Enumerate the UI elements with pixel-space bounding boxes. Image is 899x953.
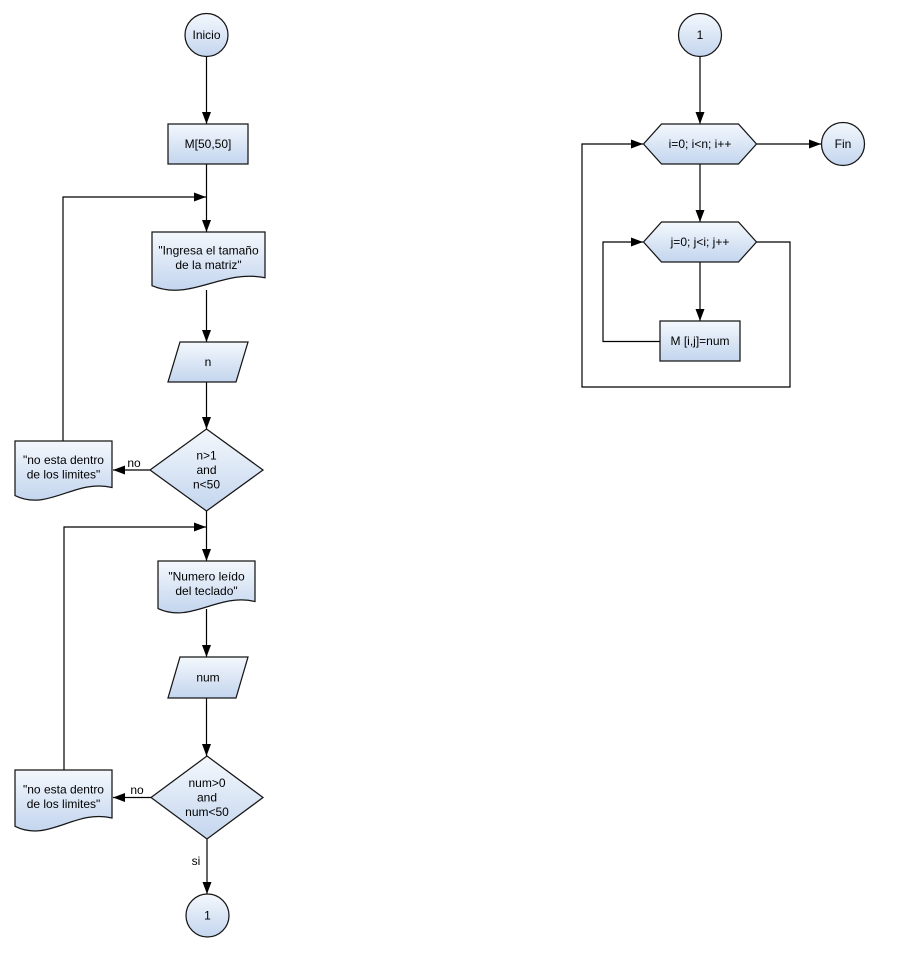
node-label-line: num (196, 671, 219, 685)
edge-errnum-retry-feedback (63, 522, 206, 770)
node-label-line: M[50,50] (185, 137, 232, 151)
parallelogram-shape (167, 341, 249, 383)
node-declare-matrix: M[50,50] (167, 123, 249, 165)
edge-label: no (130, 783, 144, 797)
node-label: M[50,50] (185, 137, 232, 151)
circle-shape (185, 893, 230, 938)
node-label-line: de la matriz" (175, 258, 241, 272)
node-loop-j: j=0; j<i; j++ (642, 221, 758, 263)
document-shape (151, 231, 266, 291)
node-label-line: "no esta dentro (23, 453, 104, 467)
document-shape (14, 440, 113, 501)
node-label-line: num<50 (185, 805, 229, 819)
node-label: 1 (697, 28, 704, 42)
node-label-line: 1 (697, 28, 704, 42)
node-label-line: de los limites" (27, 797, 101, 811)
node-label-line: n<50 (193, 478, 220, 492)
parallelogram-shape (167, 656, 249, 699)
node-assign-cell: M [i,j]=num (659, 320, 741, 362)
edge-label: no (127, 456, 141, 470)
edge-loopj-loopi-back (581, 139, 791, 388)
circle-shape (820, 121, 866, 167)
node-label-line: del teclado" (175, 584, 237, 598)
node-label-line: i=0; i<n; i++ (669, 137, 732, 151)
node-label-line: de los limites" (27, 467, 101, 481)
node-label: num (196, 671, 219, 685)
edge-label-layer: no no si (127, 456, 200, 868)
node-label-line: j=0; j<i; j++ (670, 235, 730, 249)
node-label-line: Fin (835, 137, 852, 151)
diamond-shape (149, 755, 265, 840)
node-connector-1-in: 1 (677, 12, 723, 58)
node-label-line: Inicio (192, 28, 220, 42)
node-label-line: "no esta dentro (23, 783, 104, 797)
node-label-line: "Ingresa el tamaño (158, 243, 259, 257)
node-label-line: "Numero leído (168, 569, 245, 583)
node-label-line: n>1 (196, 449, 217, 463)
diamond-shape (148, 428, 265, 512)
node-loop-i: i=0; i<n; i++ (642, 123, 758, 165)
node-label-line: n (205, 355, 212, 369)
node-label: 1 (204, 909, 211, 923)
node-label-line: num>0 (188, 776, 225, 790)
node-label-line: and (196, 463, 216, 477)
node-start-terminator: Inicio (184, 12, 229, 58)
hexagon-shape (642, 221, 758, 263)
node-label: Fin (835, 137, 852, 151)
node-label: i=0; i<n; i++ (669, 137, 732, 151)
document-shape (14, 769, 113, 832)
edge-layer (62, 56, 821, 894)
edge-label: si (192, 854, 201, 868)
node-input-num: num (167, 656, 249, 699)
node-label: Inicio (192, 28, 220, 42)
document-shape (157, 560, 256, 614)
node-label-line: and (197, 791, 217, 805)
node-label-line: 1 (204, 909, 211, 923)
node-end-terminator: Fin (820, 121, 866, 167)
node-label: j=0; j<i; j++ (670, 235, 730, 249)
node-input-n: n (167, 341, 249, 383)
edge-assign-loopj-back (602, 237, 660, 343)
node-connector-1-out: 1 (185, 893, 230, 938)
node-label: M [i,j]=num (670, 334, 729, 348)
node-label-line: M [i,j]=num (670, 334, 729, 348)
circle-shape (677, 12, 723, 58)
circle-shape (184, 12, 229, 58)
edge-errn-retry-feedback (62, 192, 206, 441)
rect-shape (167, 123, 249, 165)
hexagon-shape (642, 123, 758, 165)
rect-shape (659, 320, 741, 362)
node-label: n (205, 355, 212, 369)
